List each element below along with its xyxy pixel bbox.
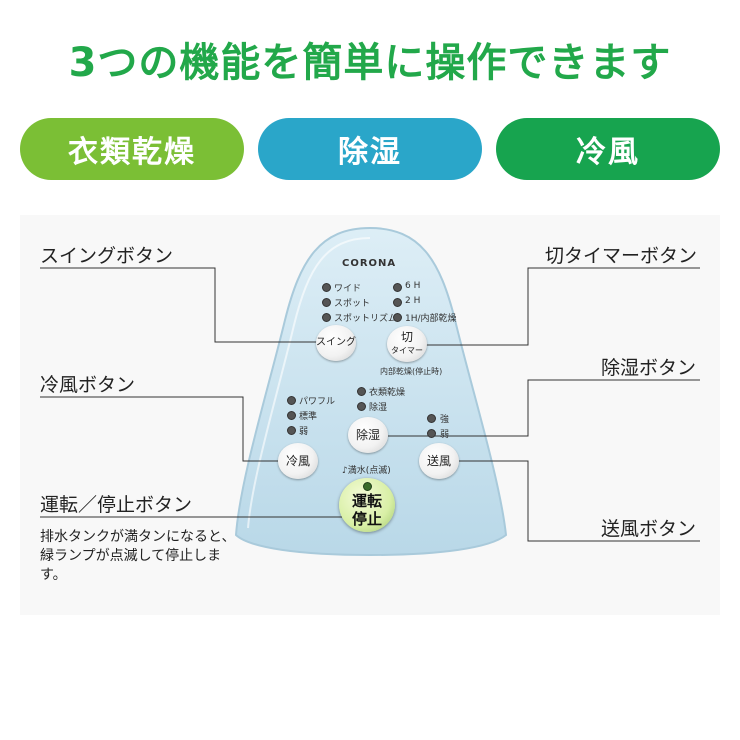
mode-dehumid-led [357,402,366,411]
page-headline: 3つの機能を簡単に操作できます [68,40,672,86]
swing-button[interactable]: スイング [316,325,356,361]
cool-powerful-led [287,396,296,405]
fan-button-callout: 送風ボタン [601,518,697,540]
timer-1h-led [393,313,402,322]
mode-badge-clothes-drying: 衣類乾燥 [20,118,244,180]
mode-clothes-drying-led [357,387,366,396]
timer-2h-led [393,298,402,307]
cool-powerful-label: パワフル [299,397,336,407]
timer-6h-led [393,283,402,292]
swing-button-label: スイング [316,337,356,348]
fan-callout-line [455,460,700,542]
swing-spot-led [322,298,331,307]
cool-standard-led [287,411,296,420]
timer-caption: 内部乾燥(停止時) [380,367,443,376]
callout-lines [40,267,700,542]
swing-wide-led [322,283,331,292]
dehumidify-button-label: 除湿 [355,428,380,442]
fan-button-label: 送風 [426,454,451,468]
timer-6h-label: 6 H [405,281,421,291]
swing-button-callout: スイングボタン [40,245,174,267]
timer-1h-label: 1H/内部乾燥 [405,314,457,324]
mode-clothes-drying-label: 衣類乾燥 [369,388,406,398]
swing-wide-label: ワイド [334,284,362,294]
dehumidify-button[interactable]: 除湿 [348,417,388,453]
water-full-label: ♪満水(点滅) [342,466,391,476]
mode-badge-cool-air: 冷風 [496,118,720,180]
fan-button[interactable]: 送風 [419,443,459,479]
power-indicator-led [362,482,372,491]
power-button-callout: 運転／停止ボタン [40,494,193,516]
swing-callout-line [40,267,318,343]
off-timer-button[interactable]: 切 タイマー [387,326,427,362]
power-button[interactable]: 運転 停止 [339,478,395,532]
cool-weak-led [287,426,296,435]
cool-standard-label: 標準 [299,412,318,422]
timer-button-callout: 切タイマーボタン [545,245,698,267]
swing-spot-rhythm-led [322,313,331,322]
fan-strong-led [427,414,436,423]
mode-badge-dehumidify: 除湿 [258,118,482,180]
fan-strong-label: 強 [440,415,450,425]
power-button-label-bottom: 停止 [351,510,382,528]
cool-air-button[interactable]: 冷風 [278,443,318,479]
power-button-label-top: 運転 [351,492,382,510]
dehumid-callout-line [388,379,700,437]
fan-weak-label: 弱 [440,430,450,440]
swing-spot-label: スポット [334,299,371,309]
fan-weak-led [427,429,436,438]
cool-callout-line [40,396,280,462]
mode-dehumid-label: 除湿 [369,403,388,413]
cool-button-callout: 冷風ボタン [40,374,136,396]
timer-callout-line [410,267,700,346]
swing-spot-rhythm-label: スポットリズム [334,314,398,324]
timer-2h-label: 2 H [405,296,421,306]
dehumid-button-callout: 除湿ボタン [601,357,697,379]
timer-button-label-bottom: タイマー [391,346,423,355]
power-button-note: 排水タンクが満タンになると、緑ランプが点滅して停止します。 [40,529,236,583]
brand-logo: CORONA [342,258,397,269]
cool-air-button-label: 冷風 [285,454,310,468]
cool-weak-label: 弱 [299,427,309,437]
timer-button-label-top: 切 [400,330,413,344]
